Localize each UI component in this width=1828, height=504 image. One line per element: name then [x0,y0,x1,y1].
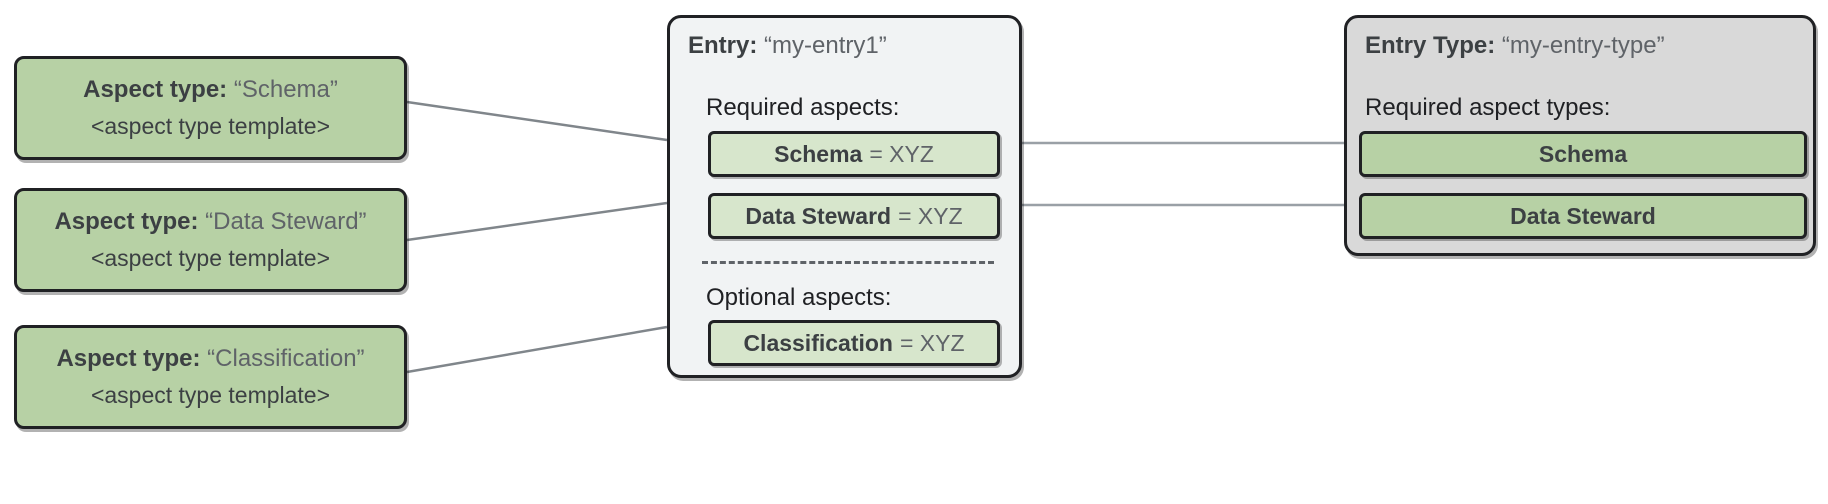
entry-type-panel-title-label: Entry Type: [1365,32,1496,59]
entry-panel-title: Entry: “my-entry1” [688,34,887,58]
aspect-type-card-schema[interactable]: Aspect type: “Schema” <aspect type templ… [14,56,407,160]
required-aspect-types-label: Required aspect types: [1365,94,1611,121]
entry-aspect-value: = XYZ [869,140,934,167]
entry-aspect-classification[interactable]: Classification = XYZ [708,320,1000,366]
entry-type-aspect-schema[interactable]: Schema [1359,131,1807,177]
aspect-type-card-template: <aspect type template> [90,113,331,139]
entry-aspect-value: = XYZ [899,329,965,356]
aspect-type-card-value: “Schema” [233,76,338,103]
connector-schema-aspecttype-to-entry [406,100,668,142]
aspect-type-card-template: <aspect type template> [90,382,331,408]
entry-aspect-name: Schema [774,140,863,167]
entry-aspect-schema[interactable]: Schema = XYZ [708,131,1000,177]
required-optional-divider [702,261,994,264]
aspect-type-card-label: Aspect type: [54,208,199,235]
entry-aspect-name: Classification [743,329,893,356]
connector-classification-aspecttype-to-entry [406,325,668,374]
aspect-type-card-data-steward[interactable]: Aspect type: “Data Steward” <aspect type… [14,188,407,292]
aspect-type-card-label: Aspect type: [83,76,228,103]
aspect-type-card-value: “Classification” [207,345,365,372]
aspect-type-card-value: “Data Steward” [205,208,367,235]
aspect-type-card-label: Aspect type: [56,345,201,372]
entry-aspect-value: = XYZ [898,202,963,229]
required-aspects-label: Required aspects: [706,94,900,121]
entry-panel-title-label: Entry: [688,32,758,59]
entry-aspect-name: Data Steward [745,202,892,229]
entry-type-aspect-data-steward[interactable]: Data Steward [1359,193,1807,239]
entry-panel-title-value: “my-entry1” [764,32,887,59]
entry-type-panel[interactable]: Entry Type: “my-entry-type” Required asp… [1344,15,1816,256]
aspect-type-card-title: Aspect type: “Classification” [56,347,364,371]
entry-aspect-data-steward[interactable]: Data Steward = XYZ [708,193,1000,239]
aspect-type-card-title: Aspect type: “Schema” [83,78,338,102]
entry-panel[interactable]: Entry: “my-entry1” Required aspects: Sch… [667,15,1022,378]
aspect-type-card-template: <aspect type template> [90,245,331,271]
connector-datasteward-aspecttype-to-entry [406,201,668,242]
aspect-type-card-classification[interactable]: Aspect type: “Classification” <aspect ty… [14,325,407,429]
entry-type-panel-title: Entry Type: “my-entry-type” [1365,34,1665,58]
entry-type-panel-title-value: “my-entry-type” [1501,32,1665,59]
aspect-type-card-title: Aspect type: “Data Steward” [54,210,366,234]
optional-aspects-label: Optional aspects: [706,284,892,311]
